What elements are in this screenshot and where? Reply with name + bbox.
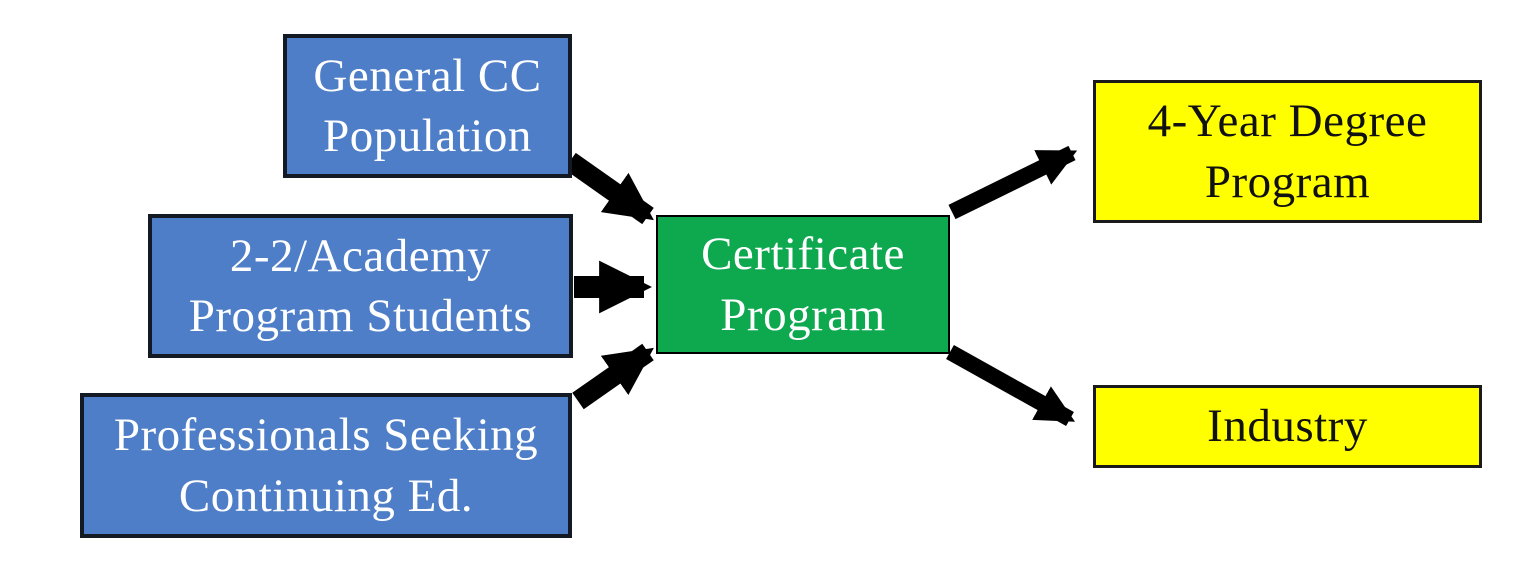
node-4-year-degree-program-label: 4-Year Degree Program	[1147, 95, 1428, 208]
node-industry-label: Industry	[1207, 400, 1368, 453]
arrow-professionals-to-certificate	[572, 343, 654, 410]
arrow-certificate-to-degree	[948, 145, 1078, 220]
node-general-cc-population: General CC Population	[283, 34, 572, 178]
node-general-cc-population-label: General CC Population	[313, 49, 542, 162]
arrow-general-cc-to-certificate	[564, 152, 654, 225]
arrow-certificate-to-industry	[946, 345, 1076, 426]
node-certificate-program-label: Certificate Program	[701, 228, 905, 341]
node-industry: Industry	[1093, 385, 1482, 468]
node-2-2-academy-program-students-label: 2-2/Academy Program Students	[188, 229, 533, 342]
node-professionals-seeking-continuing-ed: Professionals Seeking Continuing Ed.	[80, 393, 572, 538]
node-4-year-degree-program: 4-Year Degree Program	[1093, 80, 1482, 223]
node-2-2-academy-program-students: 2-2/Academy Program Students	[148, 214, 573, 358]
node-certificate-program: Certificate Program	[656, 215, 950, 354]
node-professionals-seeking-continuing-ed-label: Professionals Seeking Continuing Ed.	[113, 409, 539, 522]
